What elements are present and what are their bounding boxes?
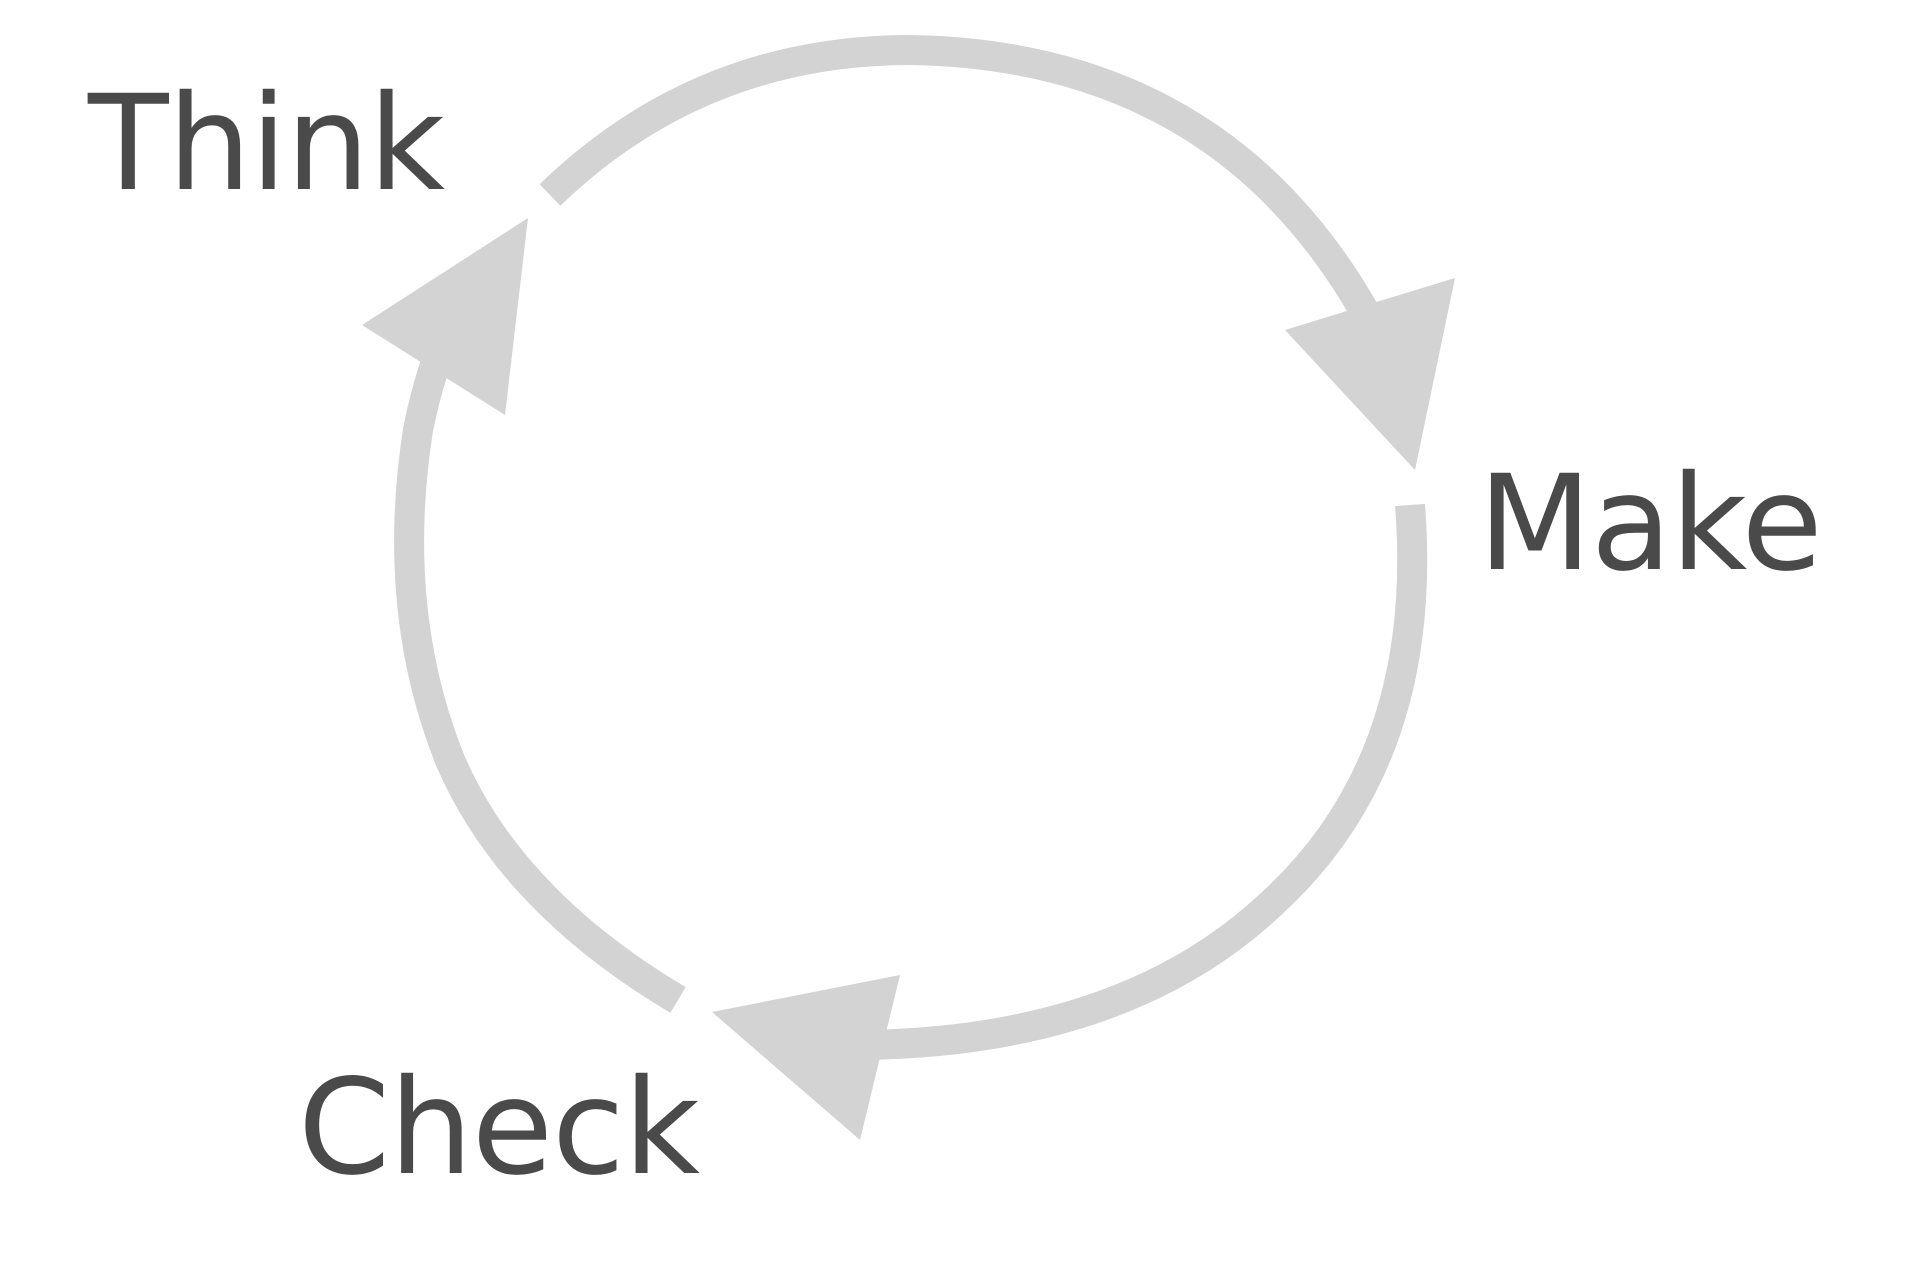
arrow-check-to-think: [394, 312, 686, 1013]
stage-label-think: Think: [88, 67, 445, 221]
stage-label-make: Make: [1478, 447, 1823, 601]
arrowhead-think: [362, 218, 528, 415]
arrow-think-to-make: [539, 34, 1399, 357]
stage-label-check: Check: [298, 1051, 700, 1205]
arrowhead-check: [712, 975, 900, 1140]
arrowhead-make: [1285, 278, 1455, 470]
arrow-make-to-check: [849, 503, 1428, 1060]
